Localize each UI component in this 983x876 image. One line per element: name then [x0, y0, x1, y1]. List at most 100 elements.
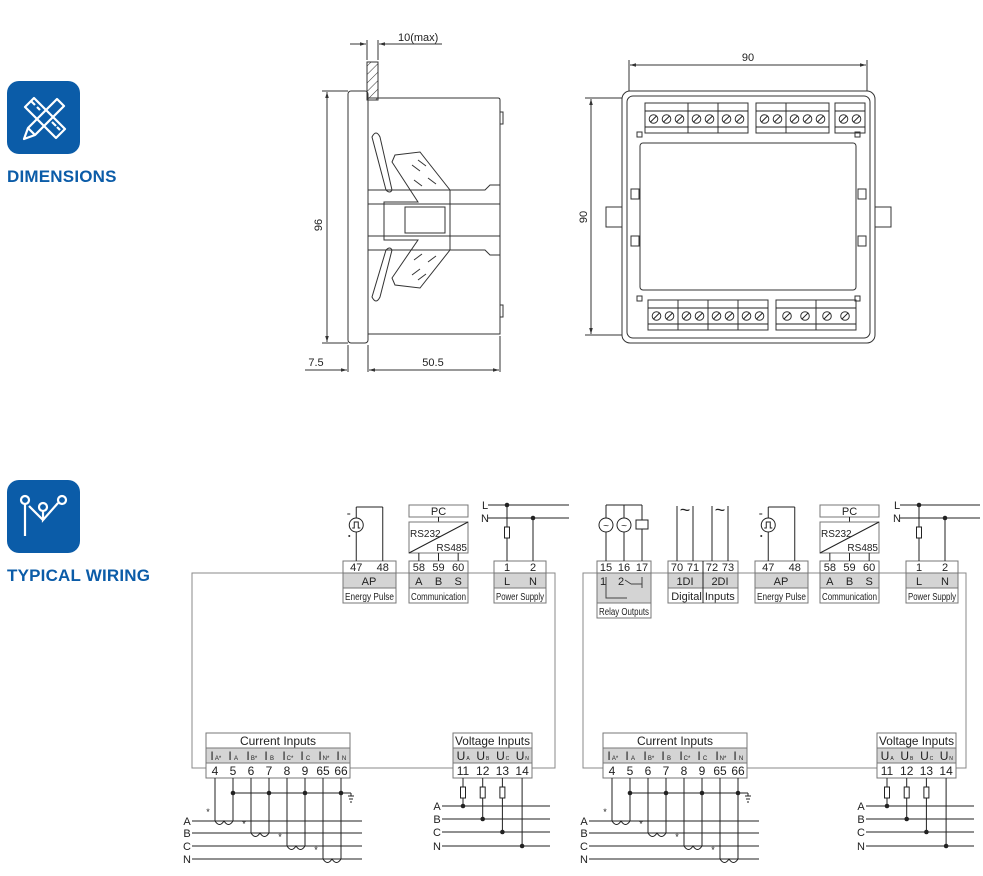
mounting-clip [383, 151, 451, 289]
terminal-number: 4 [609, 764, 616, 778]
phase-label: B [433, 814, 440, 826]
terminal-number: 47 [350, 562, 362, 574]
ac-source-icon: ~ [715, 500, 726, 520]
terminal-number: 2 [530, 562, 536, 574]
junction-dot [699, 790, 705, 796]
input-symbol: I [661, 749, 664, 763]
junction-dot [266, 790, 272, 796]
phase-label: B [580, 828, 587, 840]
current-transformer-icon [647, 832, 667, 837]
input-subscript: C* [287, 756, 294, 762]
terminal-number: 15 [600, 562, 612, 574]
module-label-row [905, 587, 959, 604]
input-subscript: B [910, 756, 914, 762]
phase-label: B [857, 814, 864, 826]
input-subscript: A [890, 756, 894, 762]
terminal-number: 12 [476, 764, 490, 778]
input-subscript: B [270, 756, 274, 762]
screw-slot [663, 115, 670, 123]
input-symbol: U [476, 749, 485, 763]
current-transformer-icon [250, 832, 270, 837]
input-symbol: I [336, 749, 339, 763]
body-depth-label: 50.5 [422, 357, 443, 369]
terminal-number: 65 [316, 764, 330, 778]
fuse-icon [479, 786, 486, 799]
terminal-function: N [941, 576, 949, 588]
phase-label: C [580, 841, 588, 853]
module-label: Relay Outputs [599, 607, 649, 618]
terminal-number: 1 [504, 562, 510, 574]
junction-dot [504, 502, 510, 508]
fuse-icon [916, 526, 922, 539]
input-symbol: U [900, 749, 909, 763]
relay-contact-number: 1 [600, 576, 606, 588]
screw-slot [696, 312, 703, 320]
terminal-number-row [205, 762, 351, 779]
panel-thickness-label: 10(max) [398, 32, 438, 44]
terminal-number: 9 [302, 764, 309, 778]
fuse-icon [504, 526, 510, 539]
terminal-number: 60 [863, 562, 875, 574]
module-label-row [754, 587, 809, 604]
panel-section [366, 61, 379, 101]
input-symbol: U [940, 749, 949, 763]
module-label-row [408, 587, 469, 604]
input-subscript: A [234, 756, 238, 762]
junction-dot [735, 790, 741, 796]
polarity-mark: * [675, 832, 679, 842]
input-symbol: U [496, 749, 505, 763]
module-label-row [819, 587, 880, 604]
load-symbol: ~ [603, 521, 609, 532]
input-subscript: C [930, 756, 934, 762]
terminal-number: 60 [452, 562, 464, 574]
input-symbol: I [318, 749, 321, 763]
line-label-l: L [894, 500, 900, 512]
terminal-number-row [905, 560, 959, 574]
pc-label: PC [431, 506, 446, 518]
screw-slot [650, 115, 657, 123]
terminal-number: 6 [248, 764, 255, 778]
terminal-function: 1DI [676, 576, 693, 588]
side-view-drawing [305, 40, 504, 372]
input-subscript: A* [215, 756, 222, 762]
terminal-number: 5 [230, 764, 237, 778]
input-symbol: U [920, 749, 929, 763]
input-symbol: I [300, 749, 303, 763]
phase-label: C [433, 827, 441, 839]
screw-slot [801, 312, 809, 320]
phase-label: A [433, 801, 441, 813]
relay-switch-symbol [605, 577, 643, 599]
top-terminal-blocks [644, 102, 866, 134]
polarity-mark: * [206, 807, 210, 817]
polarity-mark: * [603, 807, 607, 817]
terminal-number: 2 [942, 562, 948, 574]
input-subscript: A [466, 756, 470, 762]
junction-dot [519, 843, 525, 849]
current-transformer-icon [719, 858, 739, 863]
terminal-number: 14 [515, 764, 529, 778]
terminal-number: 8 [681, 764, 688, 778]
screw-slot [666, 312, 673, 320]
terminal-number: 13 [496, 764, 510, 778]
phase-label: C [857, 827, 865, 839]
phase-label: A [183, 816, 191, 828]
terminal-number: 8 [284, 764, 291, 778]
screw-slot [683, 312, 690, 320]
fuse-icon [903, 786, 910, 799]
phase-label: A [857, 801, 865, 813]
meter-body [368, 97, 501, 335]
phase-label: N [183, 854, 191, 866]
phase-label: N [857, 841, 865, 853]
polarity-mark: * [639, 819, 643, 829]
input-subscript: N [342, 756, 346, 762]
terminal-function: AP [774, 576, 789, 588]
terminal-number: 7 [266, 764, 273, 778]
phase-label: C [183, 841, 191, 853]
pencil-ruler-icon [7, 81, 80, 154]
terminal-number: 17 [636, 562, 648, 574]
terminal-number: 6 [645, 764, 652, 778]
